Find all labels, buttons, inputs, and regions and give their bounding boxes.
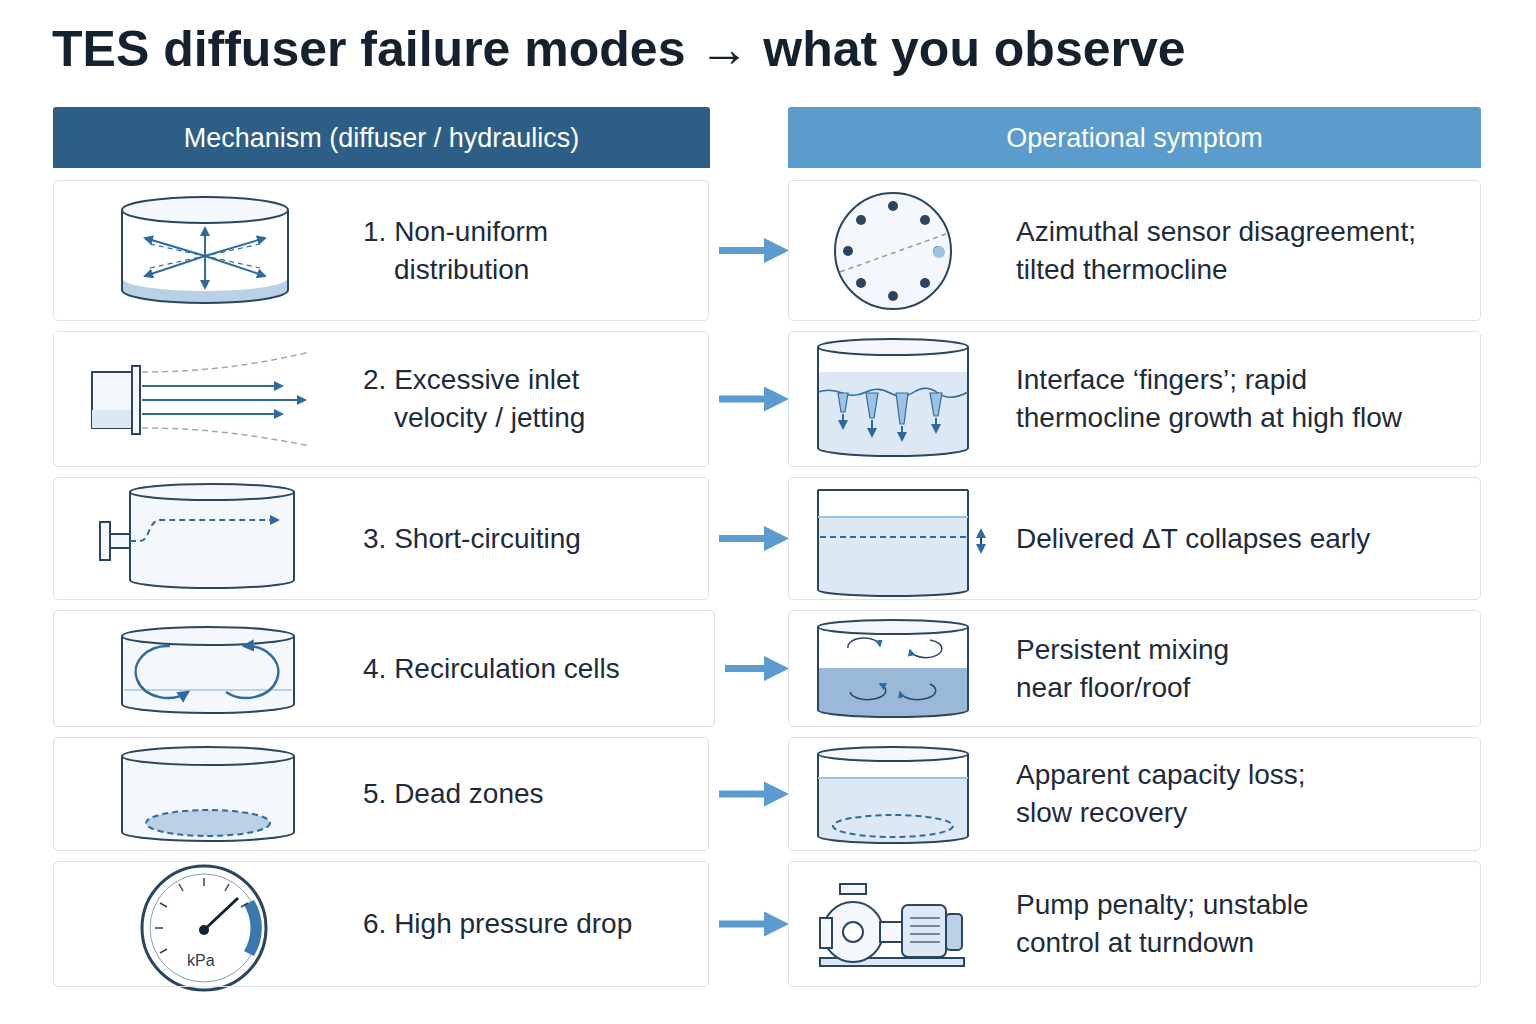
diagram-title: TES diffuser failure modes → what you ob… bbox=[52, 20, 1186, 78]
delta-t-tank-icon bbox=[818, 490, 981, 596]
symptom-box: Delivered ΔT collapses early bbox=[788, 477, 1481, 600]
symptom-box: Interface ‘fingers’; rapid thermocline g… bbox=[788, 331, 1481, 467]
box-text: 3. Short-circuiting bbox=[363, 520, 683, 558]
mechanism-box: 3. Short-circuiting bbox=[53, 477, 709, 600]
mechanism-box: 6. High pressure drop bbox=[53, 861, 709, 987]
box-text: Pump penalty; unstable control at turndo… bbox=[1016, 886, 1346, 962]
box-text: Interface ‘fingers’; rapid thermocline g… bbox=[1016, 361, 1436, 437]
flow-arrow bbox=[719, 921, 774, 928]
header-text: Operational symptom bbox=[1006, 119, 1263, 157]
recirculation-icon bbox=[122, 627, 294, 713]
mechanism-box: 1. Non-uniform distribution bbox=[53, 180, 709, 321]
tank-icon bbox=[122, 197, 288, 303]
pressure-gauge-icon bbox=[142, 866, 266, 990]
flow-arrow bbox=[719, 247, 774, 254]
symptom-box: Apparent capacity loss; slow recovery bbox=[788, 737, 1481, 851]
box-text: 4. Recirculation cells bbox=[363, 650, 703, 688]
box-text: 5. Dead zones bbox=[363, 775, 663, 813]
box-text: 1. Non-uniform distribution bbox=[363, 213, 625, 289]
flow-arrow bbox=[725, 665, 774, 672]
symptom-box: Azimuthal sensor disagreement; tilted th… bbox=[788, 180, 1481, 321]
capacity-tank-icon bbox=[818, 747, 968, 843]
column-header: Mechanism (diffuser / hydraulics) bbox=[53, 107, 710, 168]
flow-arrow bbox=[719, 791, 774, 798]
box-text: 6. High pressure drop bbox=[363, 905, 683, 943]
header-text: Mechanism (diffuser / hydraulics) bbox=[184, 119, 580, 157]
flow-arrow bbox=[719, 535, 774, 542]
column-header: Operational symptom bbox=[788, 107, 1481, 168]
symptom-box: Persistent mixing near floor/roof bbox=[788, 610, 1481, 727]
mechanism-box: 4. Recirculation cells bbox=[53, 610, 715, 727]
sensor-ring-icon bbox=[835, 193, 951, 309]
short-circuit-icon bbox=[100, 484, 294, 588]
dead-zone-icon bbox=[122, 747, 294, 841]
mechanism-box: 5. Dead zones bbox=[53, 737, 709, 851]
flow-arrow bbox=[719, 396, 774, 403]
box-text: Delivered ΔT collapses early bbox=[1016, 520, 1456, 558]
box-text: Apparent capacity loss; slow recovery bbox=[1016, 756, 1346, 832]
unit-label: kPa bbox=[187, 952, 215, 970]
jet-icon bbox=[92, 352, 310, 446]
mechanism-box: 2. Excessive inlet velocity / jetting bbox=[53, 331, 709, 467]
symptom-box: Pump penalty; unstable control at turndo… bbox=[788, 861, 1481, 987]
mixing-tank-icon bbox=[818, 620, 968, 717]
box-text: Azimuthal sensor disagreement; tilted th… bbox=[1016, 213, 1456, 289]
box-text: Persistent mixing near floor/roof bbox=[1016, 631, 1278, 707]
fingers-tank-icon bbox=[818, 339, 968, 456]
pump-icon bbox=[820, 884, 964, 966]
box-text: 2. Excessive inlet velocity / jetting bbox=[363, 361, 643, 437]
